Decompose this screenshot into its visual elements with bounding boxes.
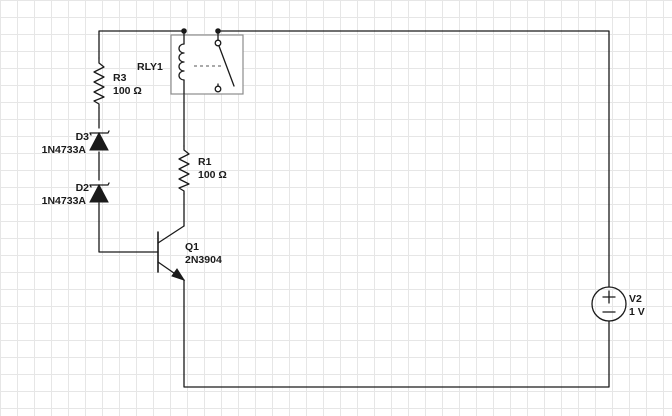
voltage-source-v2[interactable]: V2 1 V [591, 286, 645, 322]
resistor-r1[interactable]: R1 100 Ω [178, 145, 227, 195]
q1-collector [157, 225, 185, 244]
d3-ref-label: D3 [76, 131, 90, 143]
v2-ref-label: V2 [629, 293, 642, 305]
r3-ref-label: R3 [113, 72, 127, 84]
d2-ref-label: D2 [76, 182, 90, 194]
resistor-r3-zigzag [93, 57, 105, 109]
r1-value-label: 100 Ω [198, 169, 227, 181]
relay-switch-blade [218, 45, 235, 87]
d2-value-label: 1N4733A [42, 195, 87, 207]
relay-coil [178, 43, 185, 81]
junction-dot [215, 28, 221, 34]
resistor-r1-zigzag [178, 145, 190, 195]
junction-dot [181, 28, 187, 34]
v2-value-label: 1 V [629, 306, 645, 318]
wire-top-right [217, 30, 610, 288]
transistor-q1[interactable]: Q1 2N3904 [157, 225, 222, 281]
wire-top-left [98, 30, 185, 59]
q1-emitter-arrow [171, 268, 186, 281]
d3-value-label: 1N4733A [42, 144, 87, 156]
wires [98, 30, 610, 388]
resistor-r3[interactable]: R3 100 Ω [93, 57, 142, 109]
zener-d3-bar [89, 130, 110, 136]
wire-d2-base [98, 202, 159, 253]
zener-diode-d2[interactable]: D2 1N4733A [42, 182, 110, 207]
q1-ref-label: Q1 [185, 241, 199, 253]
relay-rly1-box [170, 34, 244, 95]
relay-rly1[interactable]: RLY1 [137, 30, 244, 95]
rly1-ref-label: RLY1 [137, 61, 163, 73]
r3-value-label: 100 Ω [113, 85, 142, 97]
relay-contact-top [214, 39, 222, 47]
zener-d3-triangle [89, 131, 109, 151]
zener-d2-bar [89, 182, 110, 188]
v2-circle [591, 286, 627, 322]
zener-d2-triangle [89, 183, 109, 203]
v2-plus-sign [602, 290, 616, 304]
r1-ref-label: R1 [198, 156, 212, 168]
junctions [181, 28, 221, 34]
q1-value-label: 2N3904 [185, 254, 222, 266]
zener-diode-d3[interactable]: D3 1N4733A [42, 130, 110, 156]
wire-right-bottom [183, 279, 610, 388]
